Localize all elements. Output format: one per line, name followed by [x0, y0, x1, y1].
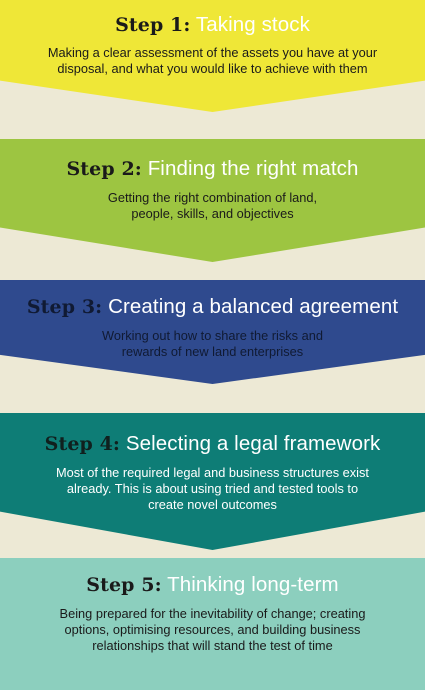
- step-2-number: Step 2:: [66, 158, 142, 180]
- step-2-name: Finding the right match: [147, 157, 359, 180]
- step-4-name: Selecting a legal framework: [125, 432, 381, 455]
- step-5-description: Being prepared for the inevitability of …: [59, 606, 366, 653]
- step-3-name: Creating a balanced agreement: [108, 295, 399, 318]
- step-1-number: Step 1:: [115, 14, 191, 36]
- step-2-description: Getting the right combination of land, p…: [107, 190, 318, 221]
- step-5-title: Step 5: Thinking long-term: [0, 573, 425, 597]
- step-3-title: Step 3: Creating a balanced agreement: [0, 295, 425, 319]
- step-4-description: Most of the required legal and business …: [56, 465, 369, 512]
- step-1-description: Making a clear assessment of the assets …: [47, 45, 378, 76]
- step-2-title: Step 2: Finding the right match: [0, 157, 425, 181]
- step-3-number: Step 3:: [26, 296, 103, 318]
- step-4-number: Step 4:: [44, 433, 121, 455]
- step-5-name: Thinking long-term: [167, 573, 339, 596]
- step-1-name: Taking stock: [195, 13, 310, 36]
- step-5-panel: [0, 558, 425, 690]
- step-5-number: Step 5:: [86, 574, 162, 596]
- step-1-title: Step 1: Taking stock: [0, 13, 425, 37]
- step-3-description: Working out how to share the risks and r…: [102, 328, 323, 359]
- step-4-title: Step 4: Selecting a legal framework: [0, 432, 425, 456]
